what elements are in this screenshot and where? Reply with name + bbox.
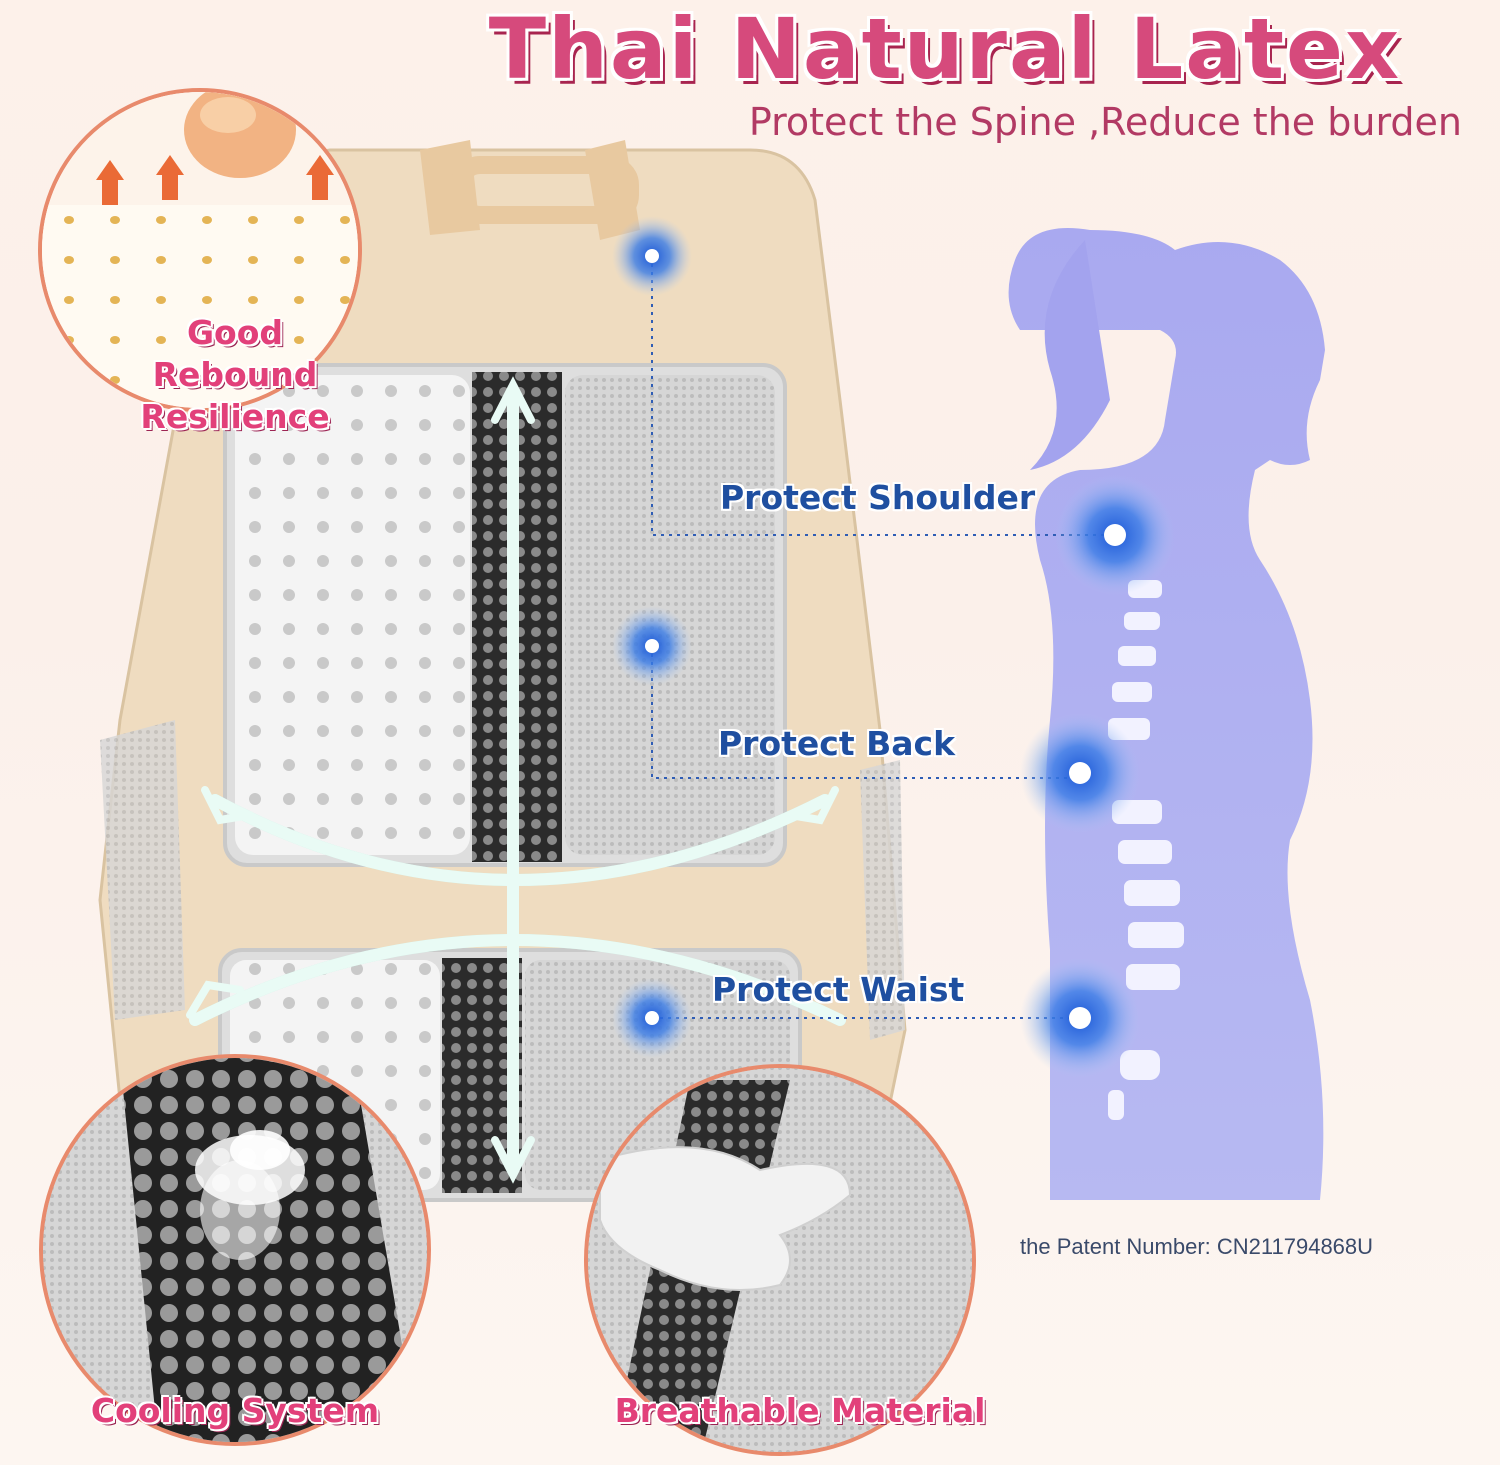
breathable-material-circle [584,1064,976,1456]
label-cooling-system: Cooling System [90,1391,380,1430]
label-breathable-material: Breathable Material [614,1391,986,1430]
label-good-rebound-resilience: Good Rebound Resilience [130,312,340,438]
label-rebound-line3: Resilience [140,397,330,436]
callout-protect-shoulder: Protect Shoulder [720,478,1036,517]
label-rebound-line1: Good [186,313,284,352]
callout-protect-waist: Protect Waist [712,970,965,1009]
airflow-arrows [186,376,846,1184]
patent-number: the Patent Number: CN211794868U [1020,1234,1374,1259]
cooling-system-circle [39,1054,431,1446]
page-subtitle: Protect the Spine ,Reduce the burden [748,100,1462,144]
label-rebound-line2: Rebound [152,355,318,394]
pulse-markers [612,216,1175,1078]
page-title: Thai Natural Latex [488,0,1402,98]
girl-silhouette [1008,228,1325,1200]
connector-lines [651,256,1115,1019]
callout-protect-back: Protect Back [718,724,956,763]
